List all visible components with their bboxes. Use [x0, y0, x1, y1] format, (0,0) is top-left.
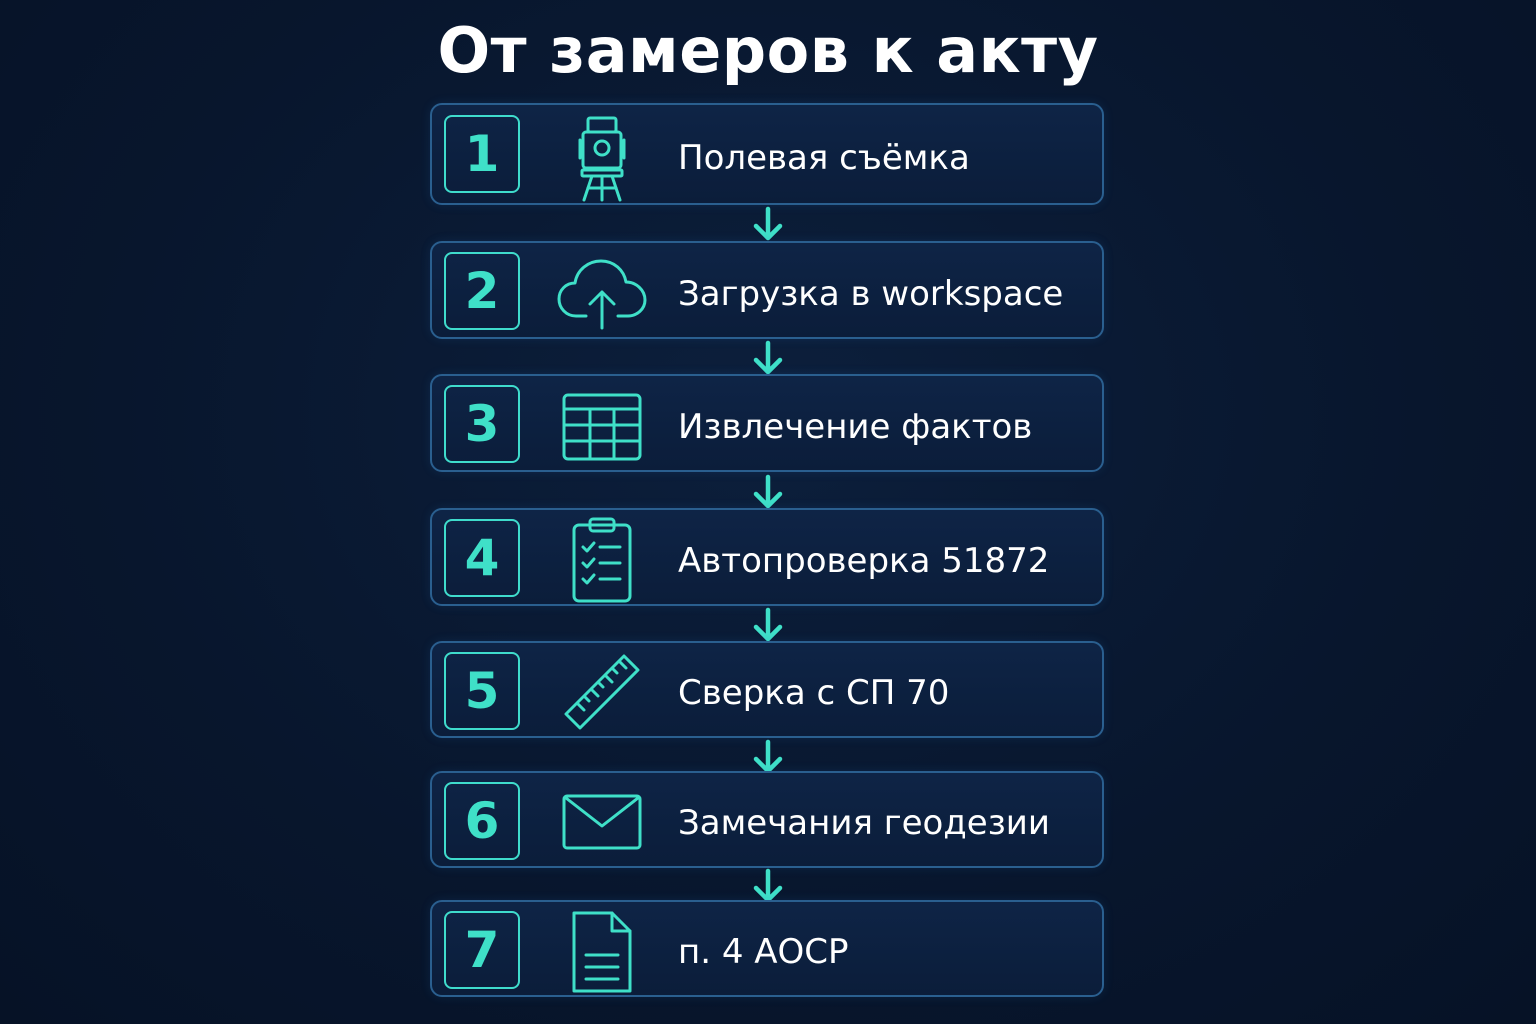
arrow-down-icon	[751, 474, 785, 510]
step-4: 4 Автопроверка 51872	[430, 508, 1104, 606]
step-number: 3	[444, 385, 520, 463]
cloud-upload-icon	[554, 244, 650, 340]
step-2: 2 Загрузка в workspace	[430, 241, 1104, 339]
step-1: 1 Полевая съёмка	[430, 103, 1104, 205]
step-number: 7	[444, 911, 520, 989]
checklist-clipboard-icon	[554, 511, 650, 607]
step-3: 3 Извлечение фактов	[430, 374, 1104, 472]
arrow-down-icon	[751, 607, 785, 643]
step-label: Извлечение фактов	[678, 407, 1033, 447]
step-label: Загрузка в workspace	[678, 274, 1064, 314]
diagram-title: От замеров к акту	[437, 14, 1099, 87]
step-7: 7 п. 4 АОСР	[430, 900, 1104, 997]
arrow-down-icon	[751, 206, 785, 242]
arrow-down-icon	[751, 739, 785, 775]
envelope-icon	[554, 774, 650, 870]
table-icon	[554, 377, 650, 473]
arrow-down-icon	[751, 340, 785, 376]
arrow-down-icon	[751, 868, 785, 904]
step-label: Сверка с СП 70	[678, 673, 950, 713]
step-number: 1	[444, 115, 520, 193]
document-icon	[554, 903, 650, 999]
step-number: 2	[444, 252, 520, 330]
step-label: п. 4 АОСР	[678, 932, 849, 972]
total-station-icon	[554, 108, 650, 204]
step-5: 5 Сверка с СП 70	[430, 641, 1104, 738]
step-number: 5	[444, 652, 520, 730]
step-6: 6 Замечания геодезии	[430, 771, 1104, 868]
step-label: Полевая съёмка	[678, 138, 970, 178]
step-label: Замечания геодезии	[678, 803, 1050, 843]
ruler-icon	[554, 644, 650, 740]
step-number: 6	[444, 782, 520, 860]
step-number: 4	[444, 519, 520, 597]
step-label: Автопроверка 51872	[678, 541, 1050, 581]
